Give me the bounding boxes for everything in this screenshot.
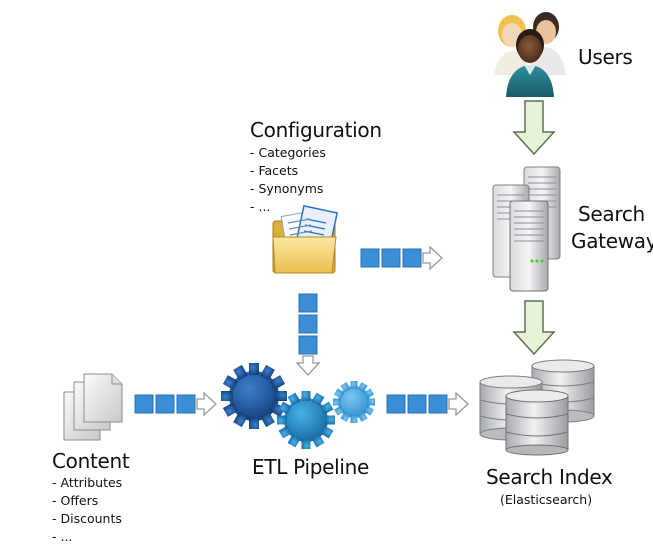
content-item: - ... [52,529,73,544]
content-item: - Offers [52,493,99,508]
content-title: Content [52,449,130,473]
documents-icon [63,373,123,441]
folder-icon [272,204,339,274]
flow-config-to-etl-icon [295,293,321,376]
configuration-item: - ... [250,199,271,214]
gears-icon [221,363,375,449]
search-index-sub: (Elasticsearch) [500,492,593,507]
users-label: Users [578,45,633,69]
configuration-item: - Synonyms [250,181,324,196]
arrow-gateway-to-index-icon [512,300,556,356]
configuration-list: - Categories - Facets - Synonyms - ... [250,144,326,216]
etl-label: ETL Pipeline [252,455,370,479]
flow-etl-to-index-icon [386,391,469,417]
content-item: - Discounts [52,511,122,526]
flow-content-to-etl-icon [134,391,217,417]
arrow-users-to-gateway-icon [512,100,556,156]
users-icon [494,12,566,97]
configuration-title: Configuration [250,118,382,142]
search-index-label: Search Index [486,465,613,489]
database-icon [479,359,595,456]
content-list: - Attributes - Offers - Discounts - ... [52,474,122,546]
flow-config-to-gateway-icon [360,245,443,271]
content-item: - Attributes [52,475,123,490]
server-icon [492,166,561,292]
gateway-label-line2: Gateway [571,229,653,253]
configuration-item: - Categories [250,145,326,160]
gateway-label-line1: Search [578,202,645,226]
configuration-item: - Facets [250,163,299,178]
